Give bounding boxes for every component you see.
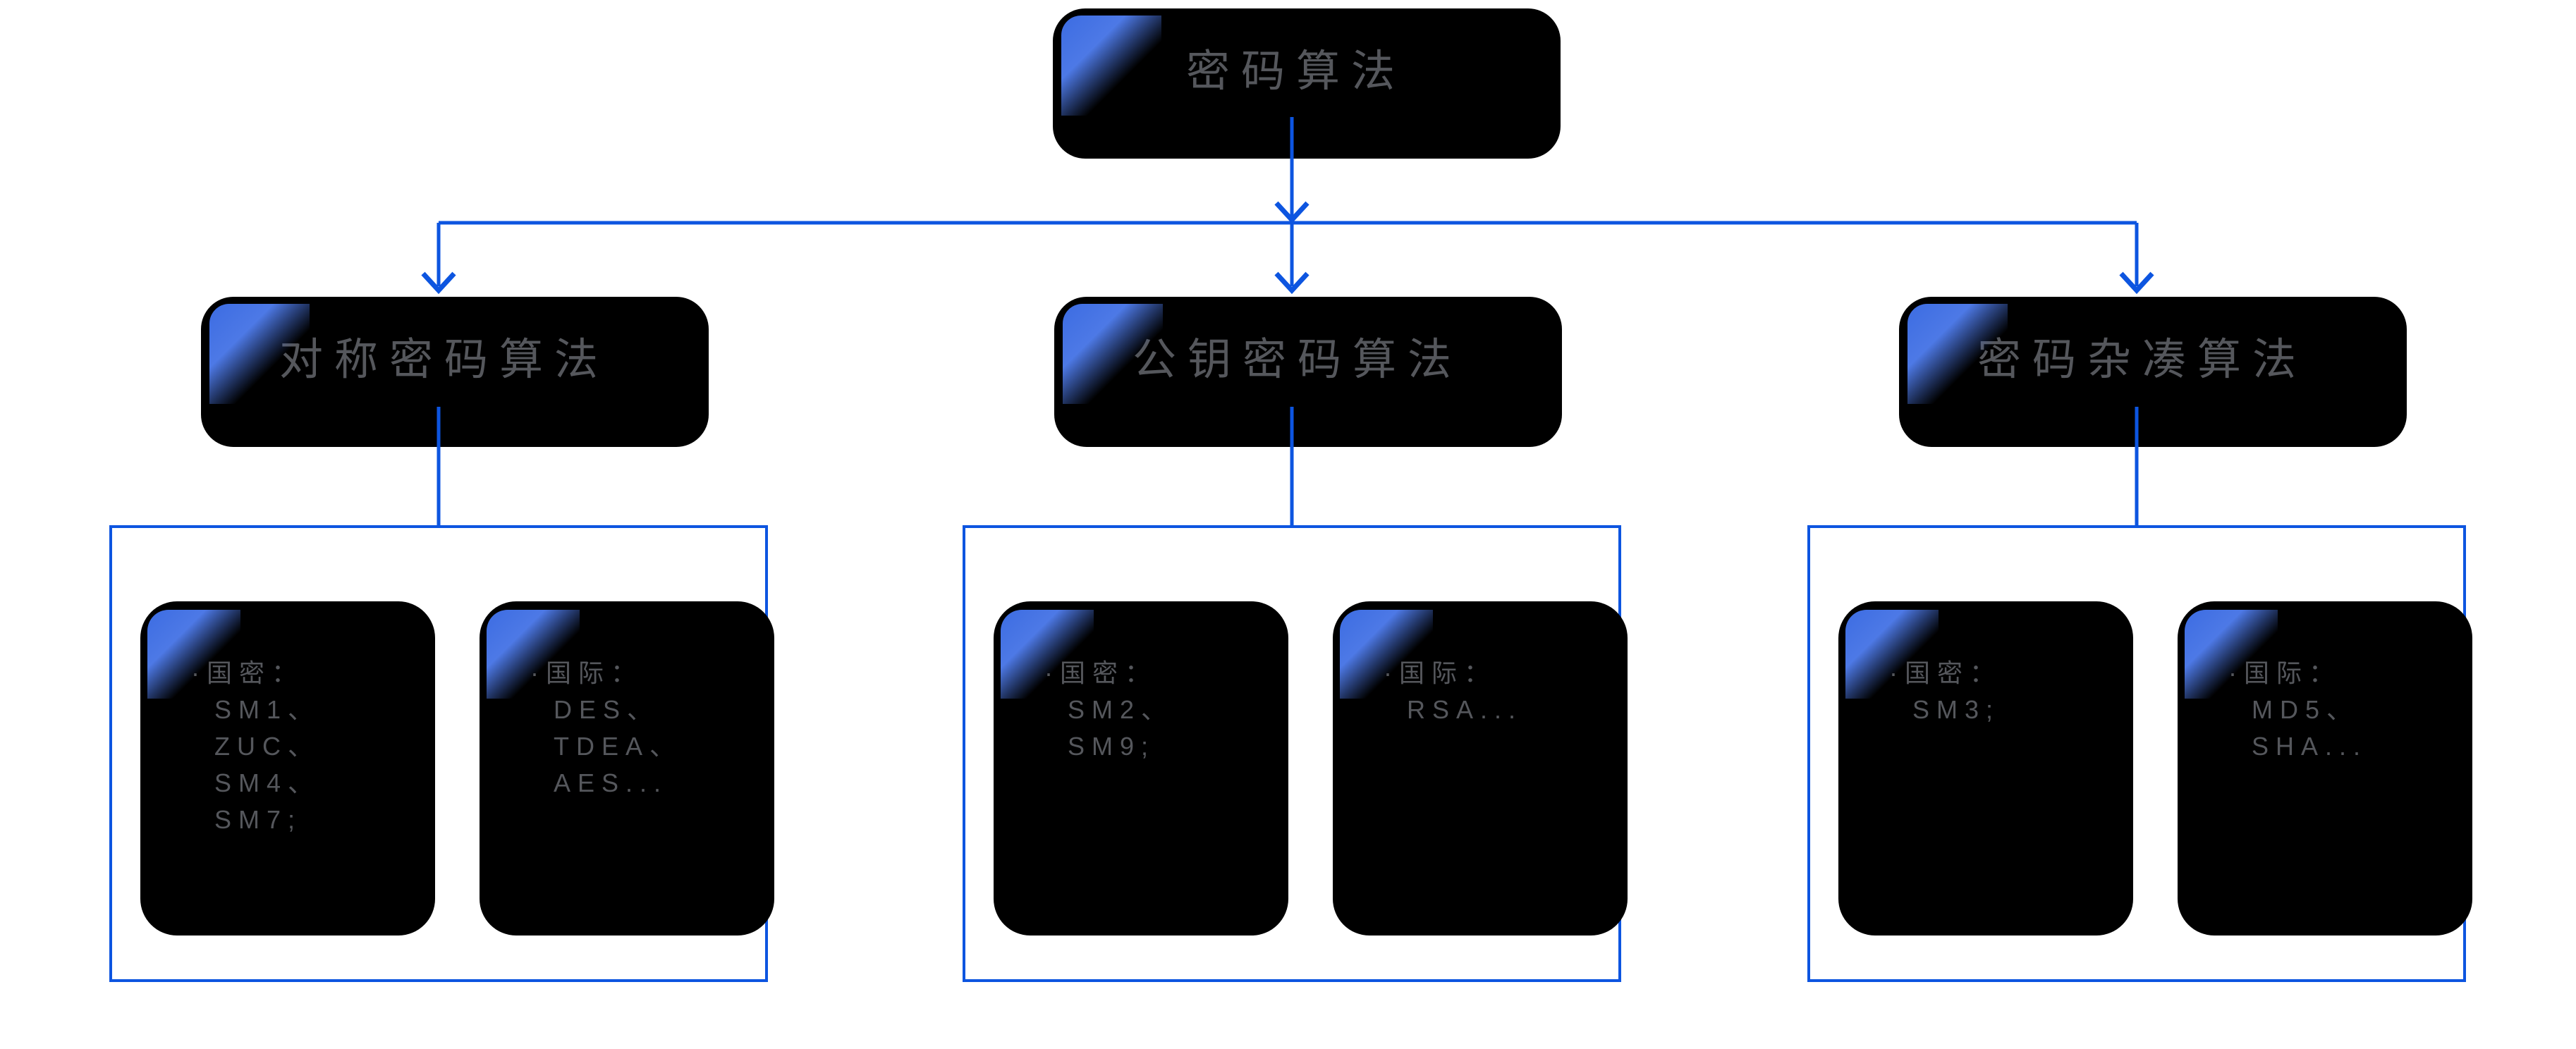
arrowhead-down-icon [421, 271, 456, 295]
node-hash-label: 密码杂凑算法 [1977, 335, 2307, 384]
group-public-key: ·国密： SM2、 SM9; ·国际： RSA... [963, 525, 1628, 982]
leaf-line: SM2、 [1068, 695, 1174, 724]
leaf-line: DES、 [554, 695, 660, 724]
leaf-text: ·国密： SM2、 SM9; [1001, 610, 1246, 765]
leaf-public-key-guomi: ·国密： SM2、 SM9; [994, 601, 1288, 935]
leaf-line: ·国际： [1384, 658, 1496, 687]
leaf-symmetric-guomi: ·国密： SM1、 ZUC、 SM4、 SM7; [140, 601, 435, 935]
leaf-line: SHA... [2252, 732, 2368, 761]
node-hash: 密码杂凑算法 [1899, 297, 2407, 447]
leaf-line: AES... [554, 768, 669, 797]
leaf-line: ZUC、 [214, 732, 320, 761]
arrowhead-down-icon [1274, 271, 1310, 295]
group-symmetric: ·国密： SM1、 ZUC、 SM4、 SM7; ·国际： DES、 TDEA、… [109, 525, 774, 982]
leaf-line: SM3; [1912, 695, 2001, 724]
leaf-text: ·国密： SM1、 ZUC、 SM4、 SM7; [147, 610, 393, 838]
leaf-hash-guomi: ·国密： SM3; [1838, 601, 2133, 935]
node-symmetric: 对称密码算法 [201, 297, 709, 447]
leaf-line: ·国际： [530, 658, 643, 687]
node-root: 密码算法 [1053, 8, 1561, 159]
leaf-line: MD5、 [2252, 695, 2360, 724]
leaf-symmetric-international: ·国际： DES、 TDEA、 AES... [480, 601, 774, 935]
leaf-line: SM4、 [214, 768, 321, 797]
node-symmetric-label: 对称密码算法 [279, 335, 609, 384]
leaf-text: ·国际： MD5、 SHA... [2185, 610, 2430, 765]
leaf-line: RSA... [1407, 695, 1523, 724]
leaf-line: ·国密： [191, 658, 304, 687]
arrowhead-down-icon [1274, 201, 1310, 224]
group-hash: ·国密： SM3; ·国际： MD5、 SHA... [1807, 525, 2472, 982]
node-root-label: 密码算法 [1185, 47, 1406, 96]
leaf-line: SM7; [214, 805, 303, 834]
leaf-text: ·国际： RSA... [1340, 610, 1585, 728]
leaf-line: SM1、 [214, 695, 321, 724]
node-public-key-label: 公钥密码算法 [1132, 335, 1463, 384]
leaf-text: ·国密： SM3; [1845, 610, 2091, 728]
leaf-line: ·国密： [1044, 658, 1157, 687]
leaf-line: SM9; [1068, 732, 1156, 761]
leaf-line: ·国密： [1889, 658, 2002, 687]
leaf-hash-international: ·国际： MD5、 SHA... [2178, 601, 2472, 935]
leaf-line: ·国际： [2228, 658, 2341, 687]
node-public-key: 公钥密码算法 [1054, 297, 1562, 447]
leaf-text: ·国际： DES、 TDEA、 AES... [487, 610, 732, 802]
leaf-public-key-international: ·国际： RSA... [1333, 601, 1628, 935]
leaf-line: TDEA、 [554, 732, 683, 761]
arrowhead-down-icon [2119, 271, 2154, 295]
